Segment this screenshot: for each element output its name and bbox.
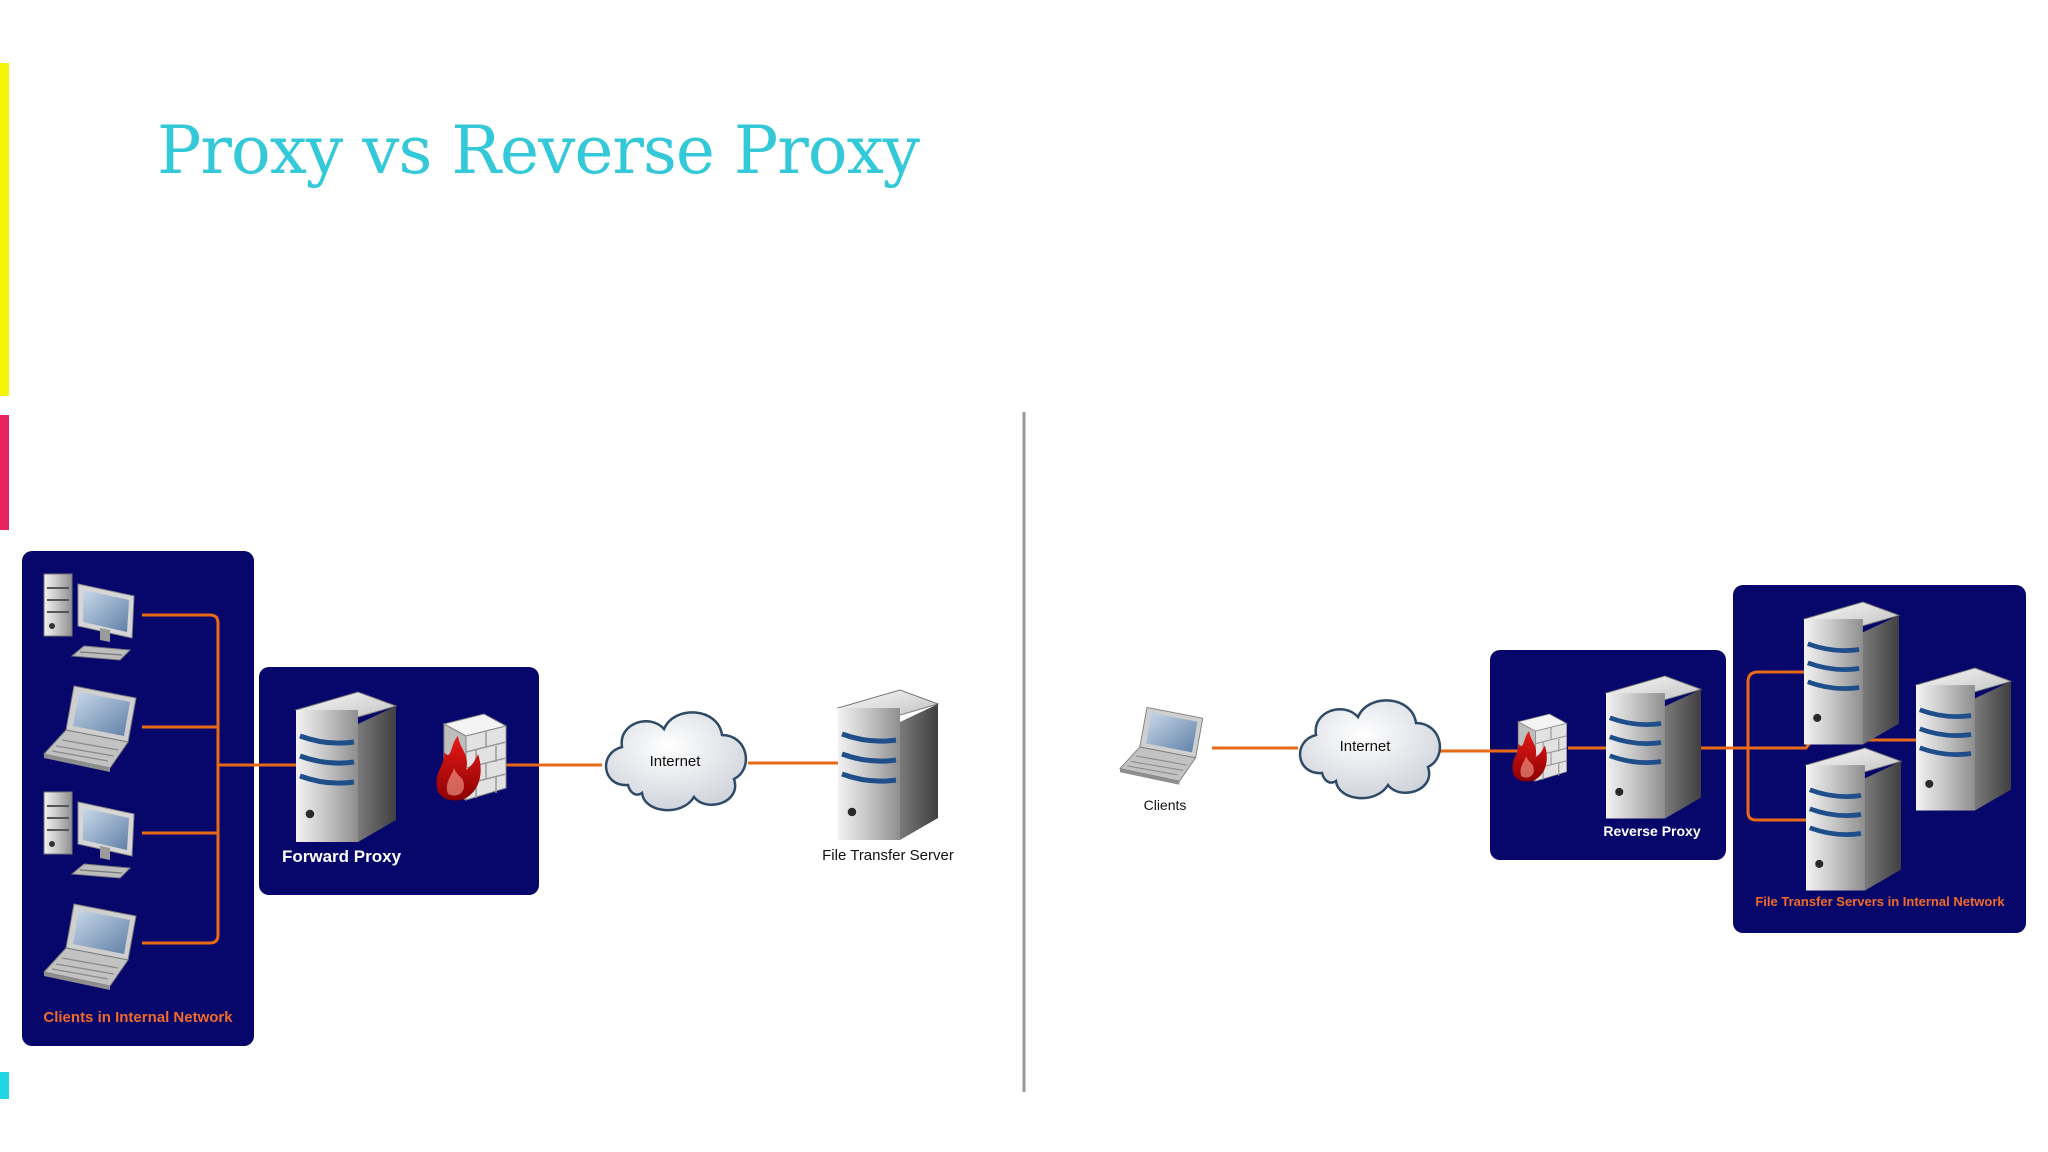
forward-internet-label: Internet bbox=[650, 753, 702, 770]
internal-server-icon bbox=[1806, 748, 1901, 891]
reverse-proxy-server-icon bbox=[1606, 676, 1701, 819]
slide-title: Proxy vs Reverse Proxy bbox=[157, 112, 920, 189]
reverse-internet-label: Internet bbox=[1340, 738, 1392, 755]
forward-proxy-label: Forward Proxy bbox=[282, 847, 402, 866]
internal-server-icon bbox=[1916, 668, 2011, 811]
clients-label: Clients bbox=[1144, 797, 1187, 813]
forward-proxy-server-icon bbox=[296, 692, 396, 842]
laptop-icon bbox=[1119, 706, 1204, 786]
file-transfer-server-label: File Transfer Server bbox=[822, 847, 954, 864]
accent-bar-yellow bbox=[0, 63, 9, 396]
servers-network-caption: File Transfer Servers in Internal Networ… bbox=[1755, 894, 2005, 909]
accent-bar-cyan bbox=[0, 1072, 9, 1099]
forward-proxy-diagram: Clients in Internal Network Forward Prox… bbox=[22, 551, 954, 1046]
internal-server-icon bbox=[1804, 602, 1899, 745]
clients-network-caption: Clients in Internal Network bbox=[43, 1009, 233, 1026]
firewall-icon bbox=[1511, 713, 1568, 783]
reverse-proxy-label: Reverse Proxy bbox=[1603, 823, 1701, 839]
file-transfer-server-icon bbox=[838, 690, 938, 840]
firewall-icon bbox=[435, 713, 507, 802]
forward-connectors bbox=[142, 613, 842, 945]
accent-bar-pink bbox=[0, 415, 9, 530]
reverse-proxy-diagram: Clients Internet Reverse Proxy File Tran… bbox=[1119, 585, 2026, 933]
